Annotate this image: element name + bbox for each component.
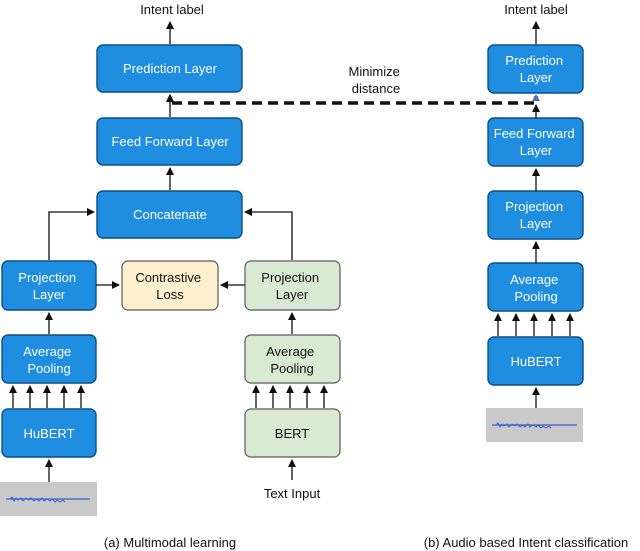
hubert-to-pooling-arrows: [9, 385, 85, 408]
contrastive-loss-text: Contrastive Loss: [135, 270, 204, 302]
right-projection-text: Projection Layer: [505, 199, 566, 231]
left-hubert-box: [1, 408, 97, 458]
left-feed-forward-box: [96, 117, 243, 166]
dashed-line-right-arrowhead: [532, 94, 540, 101]
left-feed-forward-text: Feed Forward Layer: [111, 134, 229, 149]
right-hubert-to-pooling-arrows: [494, 313, 574, 336]
right-hubert-text: HuBERT: [510, 354, 561, 369]
left-prediction-layer-text: Prediction Layer: [123, 61, 218, 76]
right-audio-waveform: [486, 408, 583, 442]
arrow-text-proj-to-concat: [244, 208, 293, 260]
text-projection-box: [244, 260, 341, 311]
concatenate-text: Concatenate: [133, 207, 207, 222]
left-hubert-text: HuBERT: [23, 426, 74, 441]
minimize-distance-dashed-line: [172, 96, 538, 105]
concatenate-box: [96, 190, 243, 239]
right-projection-box: [487, 190, 584, 240]
text-projection-text: Projection Layer: [261, 270, 322, 302]
arrow-audio-proj-to-concat: [48, 208, 95, 260]
bert-box: [244, 408, 341, 458]
text-pooling-text: Average Pooling: [266, 344, 318, 376]
right-feed-forward-box: [487, 117, 584, 167]
text-pooling-box: [244, 334, 341, 384]
right-intent-label: Intent label: [504, 2, 568, 17]
right-prediction-layer-box: [487, 44, 584, 94]
right-hubert-box: [487, 336, 584, 386]
left-intent-label: Intent label: [140, 2, 204, 17]
bert-text: BERT: [275, 426, 309, 441]
audio-projection-text: Projection Layer: [18, 270, 79, 302]
right-pooling-box: [487, 262, 584, 312]
right-prediction-layer-text: Prediction Layer: [505, 53, 566, 85]
text-input-label: Text Input: [264, 486, 321, 501]
left-prediction-layer-box: [96, 44, 243, 93]
audio-projection-box: [1, 260, 97, 311]
bert-to-pooling-arrows: [252, 385, 328, 408]
caption-b: (b) Audio based Intent classification: [424, 535, 629, 550]
audio-pooling-text: Average Pooling: [23, 344, 75, 376]
contrastive-loss-box: [121, 260, 219, 311]
right-pooling-text: Average Pooling: [510, 272, 562, 304]
audio-pooling-box: [1, 334, 97, 384]
left-audio-waveform: [0, 482, 97, 516]
minimize-distance-label: Minimize distance: [349, 64, 404, 96]
caption-a: (a) Multimodal learning: [104, 535, 236, 550]
right-feed-forward-text: Feed Forward Layer: [494, 126, 579, 158]
